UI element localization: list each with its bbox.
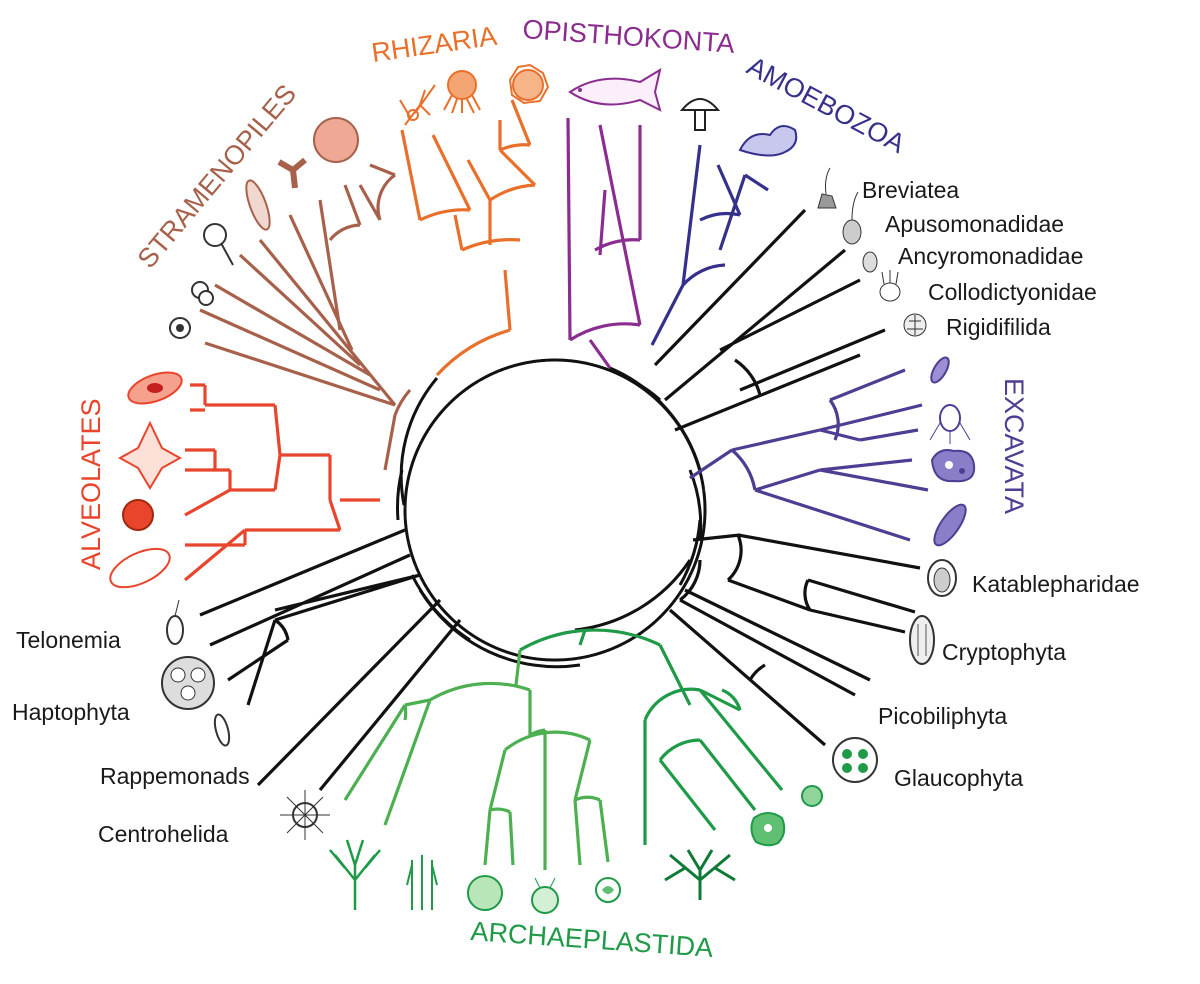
triradiate-icon (277, 157, 307, 189)
brown-alga-icon (203, 223, 234, 266)
label-rappemonads: Rappemonads (100, 763, 250, 789)
label-apusomonadidae: Apusomonadidae (885, 211, 1064, 237)
breviate-icon (817, 167, 837, 209)
label-haptophyta: Haptophyta (12, 699, 130, 725)
euglena-icon (933, 503, 967, 547)
green-alga-icon (750, 812, 786, 847)
foraminifera-icon (508, 63, 550, 105)
mushroom-icon (679, 98, 721, 131)
label-collodictyonidae: Collodictyonidae (928, 279, 1097, 305)
stramenopile-cell-icon (169, 317, 191, 339)
label-archaeplastida: ARCHAEPLASTIDA (470, 916, 715, 963)
ciliate-icon (127, 371, 183, 405)
fish-icon (568, 67, 662, 112)
organism-icons (109, 63, 976, 914)
alveolates-branches (183, 383, 380, 582)
ancyromonad-icon (862, 251, 878, 273)
label-glaucophyta: Glaucophyta (894, 765, 1023, 791)
lower-right-branches (668, 533, 921, 747)
telonemid-icon (166, 599, 184, 645)
label-opisthokonta: OPISTHOKONTA (522, 14, 736, 59)
clade-alveolates (183, 383, 380, 582)
label-excavata: EXCAVATA (999, 378, 1029, 514)
label-katablepharidae: Katablepharidae (972, 571, 1140, 597)
label-centrohelida: Centrohelida (98, 821, 229, 847)
slime-mold-icon (738, 125, 798, 157)
label-cryptophyta: Cryptophyta (942, 639, 1066, 665)
taxon-labels: Breviatea Apusomonadidae Ancyromonadidae… (12, 177, 1140, 847)
clade-amoebozoa (650, 144, 769, 346)
small-green-cell-icon (531, 877, 559, 914)
amoeboflagellate-icon (930, 449, 976, 483)
backbone-ring-g (688, 469, 703, 541)
rhizaria-branches (400, 99, 537, 377)
pennate-diatom-icon (245, 179, 271, 231)
backbone-ring-d (410, 574, 471, 642)
right-orphan-branches (629, 208, 886, 432)
apusomonad-icon (842, 191, 862, 245)
heliozoan-icon (280, 790, 330, 840)
black-lineages-lower-right (668, 533, 921, 747)
glaucophyte-icon (832, 737, 878, 783)
amoeba-icon (443, 70, 481, 114)
apicomplexan-icon (122, 499, 154, 531)
label-telonemia: Telonemia (16, 627, 121, 653)
snail-cell-icon (595, 877, 621, 903)
clade-stramenopiles (199, 163, 412, 471)
clade-opisthokonta (566, 117, 642, 369)
tree-icon (329, 839, 381, 910)
excavata-branches (689, 368, 929, 542)
dinoflagellate-icon (117, 420, 183, 490)
clade-archaeplastida (343, 628, 784, 870)
radiolarian-icon (399, 84, 436, 126)
label-rhizaria: RHIZARIA (370, 21, 499, 68)
diatom-icon (213, 713, 231, 747)
backbone-ring-c (418, 589, 581, 669)
backbone-ring-inner (403, 358, 707, 662)
label-rigidifilida: Rigidifilida (946, 314, 1051, 340)
paramecium-icon (109, 547, 171, 589)
collodictyon-icon (879, 270, 901, 302)
left-orphan-branches (199, 528, 462, 792)
grass-icon (406, 855, 438, 910)
label-breviatea: Breviatea (862, 177, 959, 203)
black-lineages-left (199, 528, 462, 792)
trichomonad-icon (929, 404, 971, 444)
backbone-ring-h (678, 519, 702, 586)
clade-rhizaria (400, 99, 537, 377)
opisthokonta-branches (566, 117, 642, 369)
rigidifilid-icon (903, 313, 927, 337)
archaeplastida-branches-light (343, 649, 610, 870)
label-picobiliphyta: Picobiliphyta (878, 703, 1007, 729)
red-alga-icon (664, 849, 736, 900)
backbone-ring-b (396, 469, 404, 521)
backbone-rings (396, 358, 707, 669)
label-ancyromonadidae: Ancyromonadidae (898, 243, 1083, 269)
backbone-ring-a (399, 377, 439, 506)
archaeplastida-branches-dark (519, 628, 784, 845)
stramenopile-pair-icon (191, 281, 214, 306)
centric-diatom-icon (313, 117, 359, 163)
volvox-icon (467, 875, 503, 911)
label-alveolates: ALVEOLATES (76, 398, 106, 570)
chlamydomonas-icon (801, 785, 823, 807)
coccolithophore-icon (161, 656, 215, 710)
katablepharid-icon (927, 559, 957, 597)
cryptomonad-icon (909, 615, 935, 665)
backbone-ring-e (574, 559, 692, 632)
backbone-ring-f (609, 366, 702, 471)
stramenopiles-branches (199, 163, 412, 471)
black-lineages-right (629, 208, 886, 432)
clade-excavata (689, 368, 929, 542)
amoebozoa-branches (650, 144, 769, 346)
euglenid-icon (930, 356, 950, 384)
